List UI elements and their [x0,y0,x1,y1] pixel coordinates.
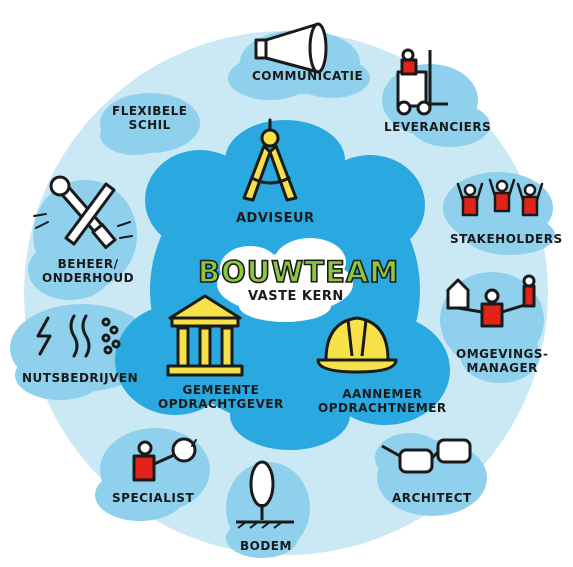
omgevingsmanager-line-2: MANAGER [466,360,538,375]
compass-icon [242,118,298,202]
magnifier-person-icon [132,437,197,482]
forklift-icon [396,48,448,116]
stakeholders-label: STAKEHOLDERS [450,232,563,246]
communicatie-label: COMMUNICATIE [252,69,364,83]
cloud-beheer [28,180,137,300]
flexibele-line-1: FLEXIBELE [112,104,188,118]
cloud-bodem [226,462,310,558]
nutsbedrijven-label: NUTSBEDRIJVEN [22,371,139,385]
bouwteam-title: BOUWTEAM [197,254,400,290]
beheer-onderhoud-label: BEHEER/ ONDERHOUD [42,257,135,286]
omgevingsmanager-label: OMGEVINGS- MANAGER [456,347,549,376]
opdrachtgever-line-2: OPDRACHTGEVER [158,396,284,411]
bodem-label: BODEM [240,539,292,553]
beheer-line-1: BEHEER/ [57,257,119,271]
vaste-kern-label: VASTE KERN [248,289,344,304]
cloud-flexibele [100,93,200,155]
glasses-icon [381,438,472,474]
people-cheering-icon [456,178,544,217]
beheer-line-2: ONDERHOUD [42,270,135,285]
government-building-icon [166,294,244,377]
opdrachtnemer-line-1: AANNEMER [342,387,423,401]
adviseur-label: ADVISEUR [236,211,315,226]
utilities-icon [36,314,121,358]
omgevingsmanager-line-1: OMGEVINGS- [456,347,549,361]
opdrachtgever-line-1: GEMEENTE [182,383,260,397]
specialist-label: SPECIALIST [112,491,195,505]
manager-balance-icon [446,274,536,328]
flexibele-line-2: SCHIL [128,117,171,132]
megaphone-icon [254,22,328,74]
opdrachtgever-label: GEMEENTE OPDRACHTGEVER [158,383,284,412]
opdrachtnemer-label: AANNEMER OPDRACHTNEMER [318,387,447,416]
architect-label: ARCHITECT [392,491,472,505]
center-white-cloud [217,238,353,322]
wrench-screwdriver-icon [33,175,133,250]
leveranciers-label: LEVERANCIERS [384,120,492,134]
tree-icon [236,460,294,529]
opdrachtnemer-line-2: OPDRACHTNEMER [318,400,447,415]
hard-hat-icon [316,316,398,374]
flexibele-schil-label: FLEXIBELE SCHIL [112,104,188,133]
